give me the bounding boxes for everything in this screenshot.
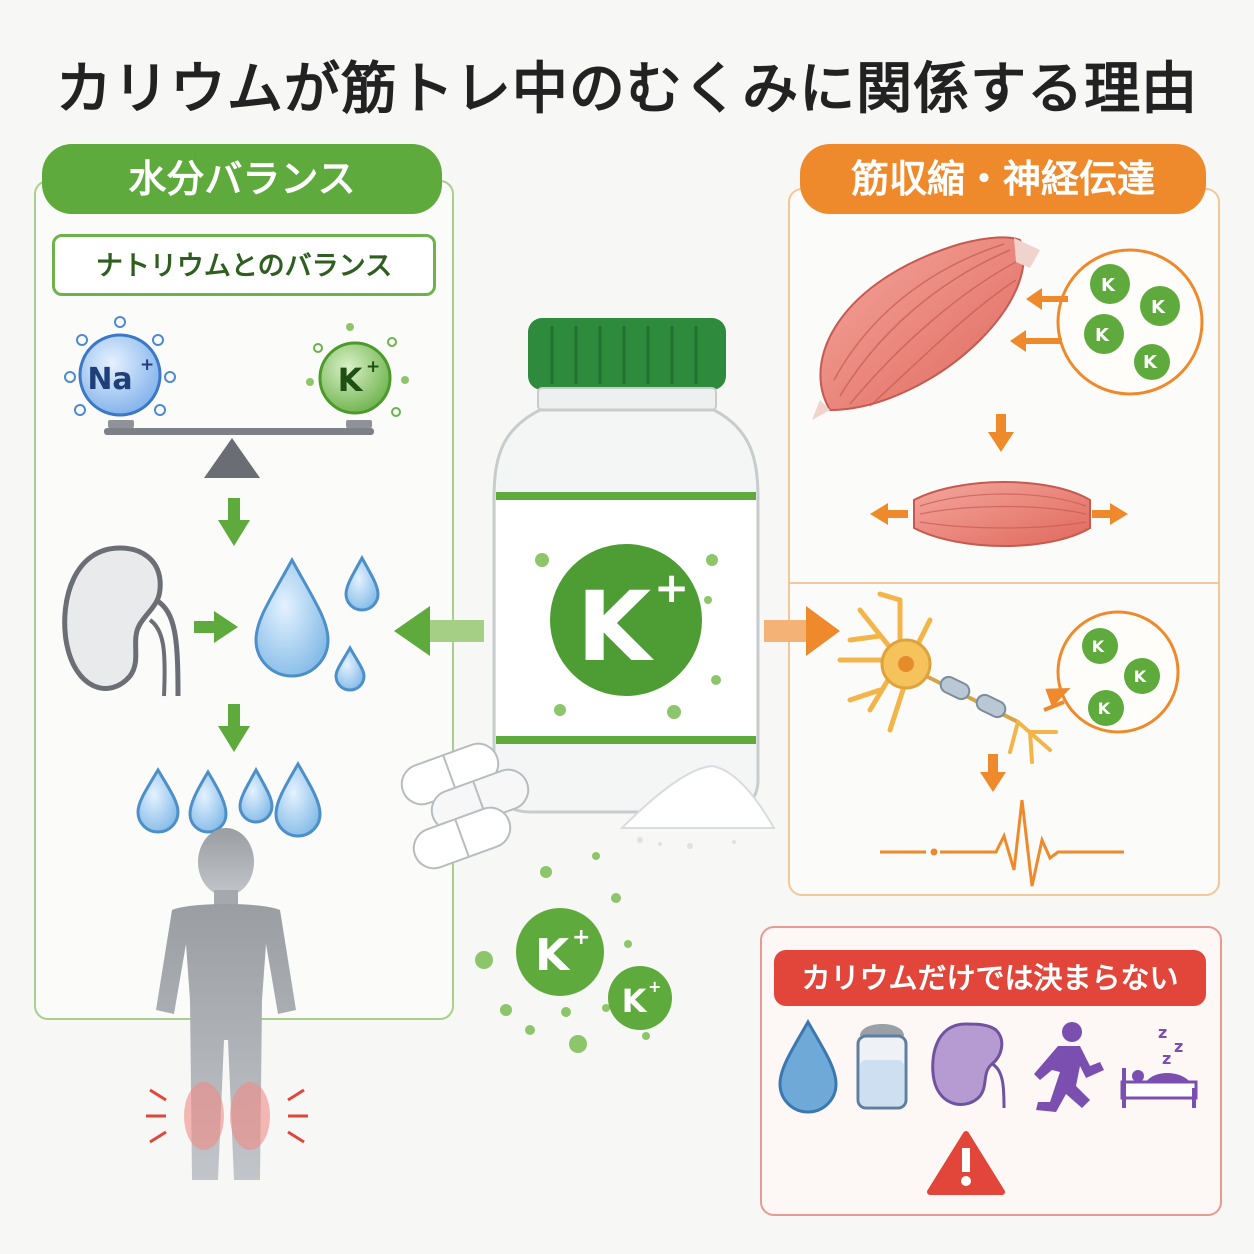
balance-scale-icon xyxy=(104,420,374,478)
muscle-fiber-icon xyxy=(812,236,1040,420)
svg-text:+: + xyxy=(572,925,590,950)
salt-shaker-icon xyxy=(856,1024,908,1110)
running-person-icon xyxy=(1034,1022,1104,1112)
sodium-balance-subheading: ナトリウムとのバランス xyxy=(52,234,436,296)
bottle-label: K xyxy=(577,571,655,683)
ion-cluster-nerve: K K K xyxy=(1056,610,1180,734)
muscle-ion-label: K xyxy=(1095,325,1110,346)
flow-arrows xyxy=(194,498,250,752)
sodium-ion-label: Na xyxy=(87,362,132,397)
svg-text:+: + xyxy=(366,357,380,377)
muscle-nerve-heading: 筋収縮・神経伝達 xyxy=(800,144,1206,214)
kidney-icon xyxy=(931,1022,1006,1109)
sleep-bed-icon: zzz xyxy=(1120,1023,1198,1108)
arrow-to-muscle-nerve xyxy=(764,606,840,656)
contracted-muscle-icon xyxy=(913,481,1091,547)
muscle-ion-label: K xyxy=(1101,275,1116,296)
muscle-ion-label: K xyxy=(1151,297,1166,318)
svg-text:+: + xyxy=(654,563,689,612)
svg-text:z: z xyxy=(1162,1049,1171,1068)
warning-triangle-icon xyxy=(927,1131,1005,1195)
nerve-ion-label: K xyxy=(1092,637,1105,656)
floating-potassium-ions: K + K + xyxy=(475,852,672,1053)
nerve-flow-arrows xyxy=(980,688,1071,792)
potassium-ion-label: K xyxy=(338,361,364,399)
floating-ion-label-1: K xyxy=(535,930,571,981)
neuron-icon xyxy=(837,591,1058,764)
svg-text:+: + xyxy=(140,355,154,375)
kidney-icon xyxy=(62,545,181,697)
arrow-to-water-balance xyxy=(394,606,484,656)
nerve-ion-label: K xyxy=(1098,699,1111,718)
ion-cluster-muscle: K K K K xyxy=(1056,248,1204,396)
human-body-icon xyxy=(146,828,308,1180)
water-balance-heading: 水分バランス xyxy=(42,144,442,214)
warning-heading: カリウムだけでは決まらない xyxy=(774,950,1206,1006)
svg-text:z: z xyxy=(1174,1037,1183,1056)
page-title: カリウムが筋トレ中のむくみに関係する理由 xyxy=(55,57,1199,122)
svg-text:+: + xyxy=(648,977,661,996)
water-drop-icon xyxy=(778,1018,838,1114)
potassium-ion-icon: K + xyxy=(306,323,409,417)
nerve-signal-wave xyxy=(880,799,1124,887)
muscle-ion-label: K xyxy=(1143,352,1158,373)
sodium-ion-icon: Na + xyxy=(64,316,176,417)
nerve-ion-label: K xyxy=(1134,667,1147,686)
muscle-flow-arrows xyxy=(870,288,1128,525)
floating-ion-label-2: K xyxy=(622,982,648,1020)
potassium-supplement-bottle: K + xyxy=(492,318,760,814)
svg-text:z: z xyxy=(1158,1023,1167,1042)
capsule-pills xyxy=(400,742,530,870)
powder-pile xyxy=(619,764,776,849)
water-drop-icons xyxy=(136,554,380,838)
